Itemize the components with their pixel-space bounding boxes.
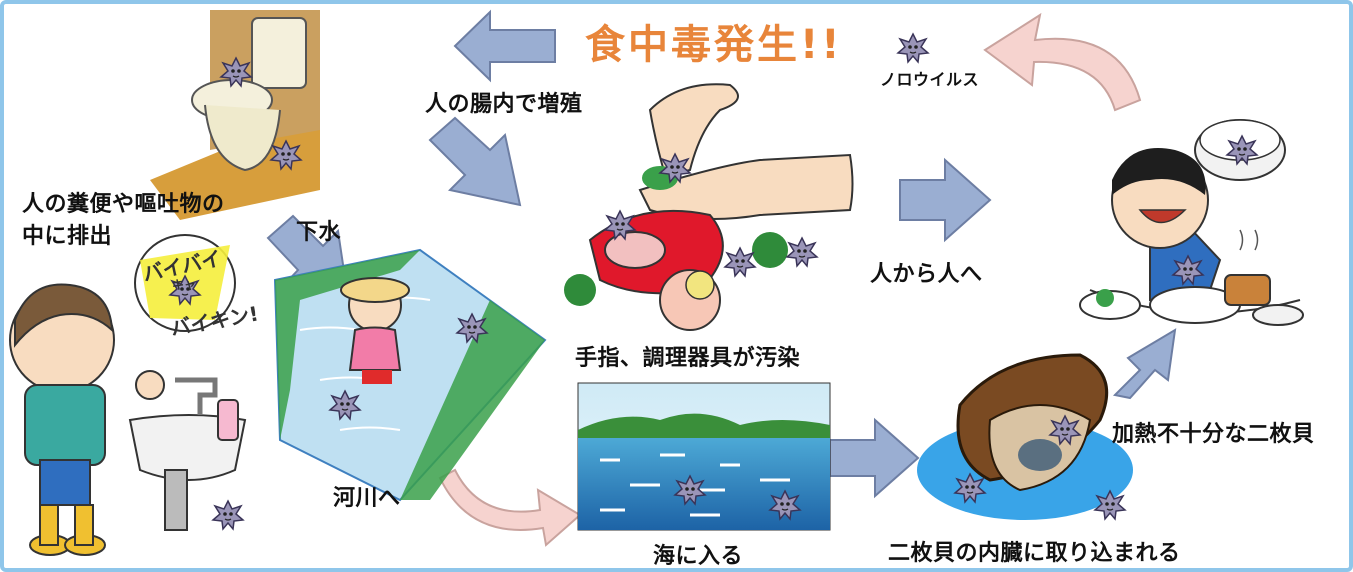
- label-intestine: 人の腸内で増殖: [425, 92, 583, 117]
- label-shellfish: 二枚貝の内臓に取り込まれる: [888, 541, 1181, 566]
- outbreak-title: 食中毒発生!!: [585, 22, 843, 68]
- arrow-eating-to-outbreak: [983, 12, 1142, 112]
- norovirus-icon: [786, 237, 818, 267]
- label-river: 河川へ: [333, 486, 401, 511]
- arrow-to-intestine: [453, 9, 556, 83]
- arrow-sea-to-shellfish: [829, 417, 920, 499]
- label-person-to-person: 人から人へ: [870, 262, 983, 287]
- norovirus-icon: [724, 247, 756, 277]
- label-excretion-2: 中に排出: [22, 224, 113, 249]
- label-sea: 海に入る: [653, 544, 744, 569]
- sfx-small: キャ: [172, 278, 197, 292]
- label-norovirus: ノロウイルス: [880, 70, 980, 89]
- label-contamination: 手指、調理器具が汚染: [575, 346, 801, 371]
- hands-food-illustration: [564, 83, 854, 331]
- rice-field-illustration: [273, 248, 547, 502]
- eating-boy-illustration: [1079, 119, 1304, 326]
- arrow-shellfish-to-eating: [1112, 328, 1177, 400]
- label-undercooked: 加熱不十分な二枚貝: [1112, 422, 1315, 447]
- oyster-illustration: [917, 353, 1133, 520]
- arrow-river-to-sea: [438, 468, 582, 547]
- toilet-illustration: [150, 10, 320, 220]
- label-excretion-1: 人の糞便や嘔吐物の: [22, 192, 225, 217]
- arrow-person-to-person: [899, 157, 992, 243]
- handwashing-boy-illustration: [9, 234, 247, 556]
- sea-illustration: [577, 382, 831, 531]
- norovirus-icon: [212, 500, 244, 530]
- norovirus-icon: [897, 33, 929, 63]
- label-sewage: 下水: [296, 220, 342, 245]
- arrow-excretion-to-hands: [428, 116, 522, 207]
